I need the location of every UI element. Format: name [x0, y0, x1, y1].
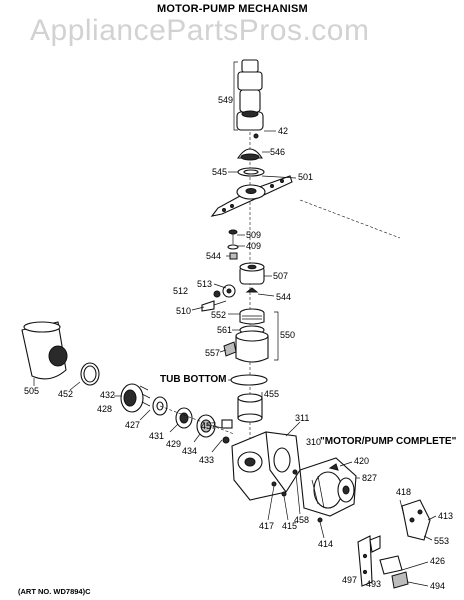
clip-icon [379, 555, 403, 575]
label-429: 429 [166, 439, 182, 449]
label-455: 455 [264, 389, 280, 399]
label-561: 561 [217, 325, 233, 335]
label-552: 552 [211, 310, 227, 320]
label-553: 553 [434, 536, 450, 546]
label-428: 428 [97, 404, 113, 414]
label-457: 457 [201, 421, 217, 431]
label-415: 415 [282, 521, 298, 531]
label-513: 513 [197, 279, 213, 289]
label-512: 512 [173, 286, 189, 296]
pump-cup-icon [235, 330, 269, 363]
label-431: 431 [149, 431, 165, 441]
label-311: 311 [295, 413, 310, 423]
label-501: 501 [298, 172, 314, 182]
filter-cylinder-icon [237, 393, 263, 423]
label-433: 433 [199, 455, 215, 465]
label-414: 414 [318, 539, 334, 549]
label-544-lower: 544 [276, 292, 292, 302]
label-452: 452 [58, 389, 74, 399]
motor-assembly-icon [299, 457, 357, 517]
tub-bottom-ring-icon [230, 374, 268, 386]
label-507: 507 [273, 271, 289, 281]
art-number: (ART NO. WD7894)C [18, 587, 91, 596]
impeller-hub-icon [239, 262, 265, 285]
bracket-icon [401, 499, 431, 541]
drain-housing-icon [21, 321, 68, 380]
mount-bracket-icon [357, 535, 381, 587]
label-426: 426 [430, 556, 446, 566]
tower-part-icon [236, 59, 264, 131]
page-title: MOTOR-PUMP MECHANISM [157, 3, 308, 15]
bolt-icon [201, 300, 215, 312]
label-549: 549 [218, 95, 234, 105]
label-493: 493 [366, 579, 382, 589]
label-545: 545 [212, 167, 228, 177]
label-497: 497 [342, 575, 358, 585]
label-434: 434 [182, 446, 198, 456]
watermark: AppliancePartsPros.com [30, 14, 370, 47]
label-509: 509 [246, 230, 262, 240]
label-310: 310 [306, 437, 322, 447]
motor-pump-complete-callout: "MOTOR/PUMP COMPLETE" [320, 436, 457, 447]
label-557: 557 [205, 348, 221, 358]
label-432: 432 [100, 390, 116, 400]
spray-arm-icon [210, 175, 293, 217]
impeller-wheel-icon [120, 383, 151, 413]
label-544-upper: 544 [206, 251, 222, 261]
label-417: 417 [259, 521, 275, 531]
label-418: 418 [396, 487, 412, 497]
rubber-pad-icon [391, 571, 409, 589]
label-505: 505 [24, 386, 40, 396]
label-510: 510 [176, 306, 192, 316]
label-427: 427 [125, 420, 141, 430]
label-546: 546 [270, 147, 286, 157]
label-409: 409 [246, 241, 262, 251]
label-420: 420 [354, 456, 370, 466]
label-458: 458 [294, 515, 310, 525]
label-827: 827 [362, 473, 378, 483]
label-42: 42 [278, 126, 289, 136]
label-550: 550 [280, 330, 296, 340]
pump-housing-icon [231, 431, 301, 501]
tub-bottom-callout: TUB BOTTOM [160, 374, 227, 385]
screw-icon [253, 133, 259, 139]
spring-icon [239, 313, 265, 325]
label-413: 413 [438, 511, 454, 521]
label-494: 494 [430, 581, 446, 591]
